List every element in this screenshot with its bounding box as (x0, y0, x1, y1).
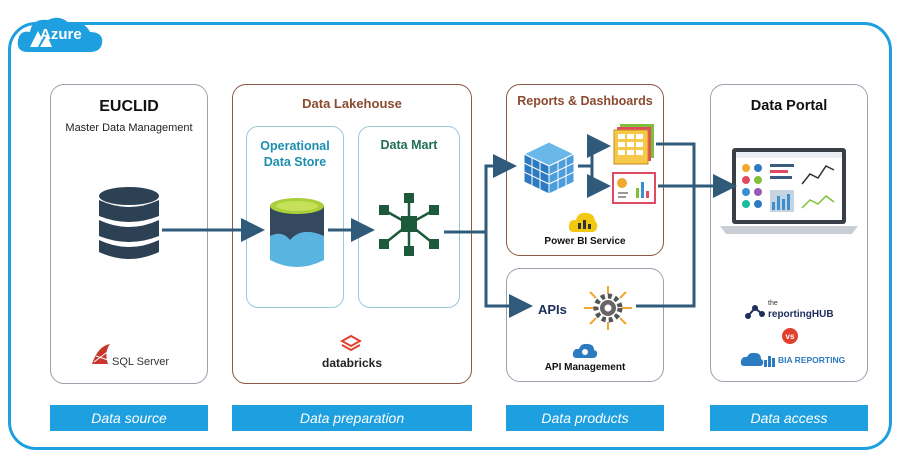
reporting-hub-logo-icon (745, 305, 765, 319)
api-gear-icon (584, 286, 632, 330)
vs-badge: vs (782, 328, 798, 344)
dashboard-chart-icon (612, 172, 656, 204)
database-icon (99, 187, 159, 259)
bia-reporting-logo-icon (740, 352, 775, 367)
power-bi-cloud-icon (568, 212, 598, 232)
databricks-label: databricks (322, 356, 383, 370)
reports-dashboards-title: Reports & Dashboards (517, 94, 653, 108)
sql-server-label: SQL Server (112, 356, 170, 368)
sql-server-logo-icon (92, 344, 111, 364)
api-management-label: API Management (544, 362, 626, 373)
network-hub-icon (379, 193, 439, 256)
footer-data-access: Data access (710, 405, 868, 431)
reporting-hub-label: reportingHUB (768, 309, 834, 320)
databricks-logo-icon (340, 334, 362, 352)
data-store-cylinder-icon (270, 198, 324, 267)
bia-reporting-label: BIA REPORTING (778, 355, 846, 365)
euclid-title: EUCLID (99, 98, 159, 115)
azure-cloud-icon (17, 17, 103, 52)
data-cube-icon (522, 141, 576, 195)
data-portal-title: Data Portal (750, 98, 828, 114)
api-management-cloud-icon (572, 343, 598, 358)
azure-frame (8, 22, 892, 450)
footer-data-preparation: Data preparation (232, 405, 472, 431)
apis-label: APIs (538, 302, 567, 317)
data-lakehouse-title: Data Lakehouse (302, 96, 402, 111)
power-bi-label: Power BI Service (544, 236, 626, 247)
report-pages-icon (613, 124, 654, 165)
footer-data-source: Data source (50, 405, 208, 431)
laptop-dashboard-icon (720, 148, 858, 234)
euclid-subtitle: Master Data Management (65, 122, 193, 134)
azure-label: Azure (40, 26, 82, 43)
footer-data-products: Data products (506, 405, 664, 431)
reporting-hub-prefix: the (768, 300, 778, 307)
data-mart-title: Data Mart (380, 138, 438, 152)
ods-title: Operational Data Store (260, 139, 330, 169)
